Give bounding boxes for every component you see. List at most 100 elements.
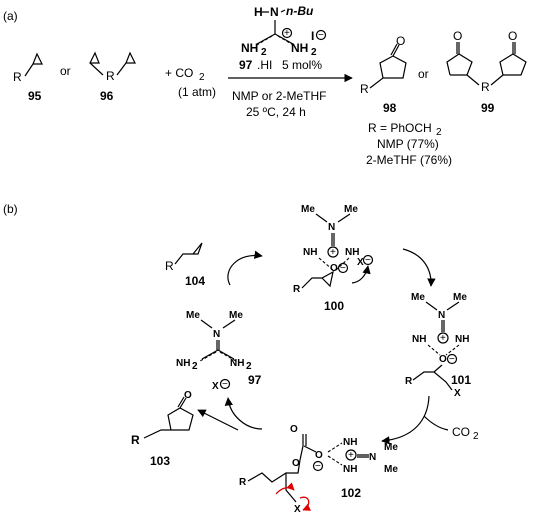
svg-text:N: N [328, 222, 335, 233]
svg-text:O: O [330, 263, 338, 274]
svg-text:NH: NH [303, 247, 317, 258]
svg-text:R: R [239, 477, 247, 488]
svg-text:2: 2 [246, 361, 252, 372]
svg-text:R: R [131, 433, 140, 447]
compound-104: 104 [185, 274, 205, 288]
svg-text:O: O [290, 424, 298, 435]
svg-text:.HI: .HI [257, 58, 272, 72]
compound-98: 98 [383, 101, 397, 115]
svg-text:R = PhOCH: R = PhOCH [368, 121, 432, 135]
epoxide-104: R 104 [165, 242, 205, 288]
svg-text:(1 atm): (1 atm) [178, 85, 216, 99]
svg-text:O: O [439, 354, 447, 365]
svg-text:Me: Me [344, 204, 358, 215]
svg-text:O: O [184, 390, 192, 401]
svg-text:2: 2 [192, 361, 198, 372]
svg-text:Me: Me [186, 310, 200, 321]
catalyst-97-label: 97 [239, 58, 253, 72]
svg-text:O: O [396, 34, 405, 48]
compound-99: 99 [481, 101, 495, 115]
svg-text:I: I [311, 29, 314, 43]
svg-text:NH: NH [176, 358, 190, 369]
compound-96: 96 [100, 89, 114, 103]
svg-text:Me: Me [384, 464, 398, 475]
svg-text:R: R [360, 82, 369, 96]
r-definition-and-yields: R = PhOCH 2 NMP (77%) 2-MeTHF (76%) [366, 121, 452, 167]
svg-text:R: R [106, 69, 115, 83]
svg-text:X: X [212, 381, 219, 392]
co2-input: CO 2 [452, 425, 479, 442]
svg-text:R: R [165, 259, 174, 273]
panel-b-label: (b) [3, 202, 18, 216]
svg-text:+ CO: + CO [165, 66, 193, 80]
svg-text:−: − [449, 354, 455, 365]
svg-text:NH: NH [230, 358, 244, 369]
svg-text:R: R [293, 284, 301, 295]
bis-epoxide-96: R 96 [89, 51, 136, 103]
svg-text:N: N [438, 310, 445, 321]
svg-text:2: 2 [311, 47, 317, 58]
compound-97: 97 [248, 373, 262, 387]
svg-text:2: 2 [199, 72, 205, 83]
svg-text:O: O [453, 29, 462, 43]
svg-text:NMP (77%): NMP (77%) [377, 137, 439, 151]
svg-text:−: − [365, 255, 371, 266]
or-text-2: or [418, 67, 429, 81]
or-text-1: or [60, 64, 71, 78]
svg-text:n-Bu: n-Bu [286, 4, 314, 18]
svg-text:2: 2 [261, 47, 267, 58]
guanidine-97: Me Me N NH 2 NH 2 X − 97 [176, 310, 262, 392]
svg-text:+: + [284, 28, 290, 39]
compound-103: 103 [150, 454, 170, 468]
svg-text:−: − [315, 461, 321, 472]
compound-95: 95 [28, 89, 42, 103]
svg-text:−: − [340, 263, 346, 274]
solvent-conditions: NMP or 2-MeTHF [232, 89, 326, 103]
svg-text:CO: CO [452, 425, 470, 439]
svg-text:+: + [440, 333, 446, 344]
svg-text:2-MeTHF (76%): 2-MeTHF (76%) [366, 153, 452, 167]
svg-text:R: R [481, 80, 490, 94]
panel-a-label: (a) [3, 9, 18, 23]
svg-text:O: O [292, 458, 300, 469]
carbonate-103: O R 103 [131, 390, 194, 468]
cycle-arrows [197, 248, 449, 445]
temp-time-conditions: 25 ºC, 24 h [246, 105, 306, 119]
svg-text:Me: Me [384, 442, 398, 453]
svg-text:−: − [318, 30, 324, 41]
svg-text:Me: Me [411, 292, 425, 303]
compound-100: 100 [324, 299, 344, 313]
complex-100: Me Me N + NH NH O − X − R 100 [293, 204, 374, 313]
svg-text:NH: NH [291, 41, 308, 55]
svg-text:N: N [213, 329, 220, 340]
svg-text:H: H [254, 5, 263, 19]
co2-reagent: + CO 2 (1 atm) [165, 66, 216, 99]
compound-102: 102 [341, 486, 361, 500]
svg-text:X: X [454, 388, 461, 399]
svg-text:NH: NH [412, 334, 426, 345]
svg-text:R: R [13, 70, 22, 84]
svg-text:NH: NH [343, 464, 357, 475]
svg-text:O: O [315, 450, 323, 461]
svg-text:−: − [222, 379, 228, 390]
carbonate-98: O R 98 [360, 34, 407, 115]
svg-text:+: + [330, 247, 336, 258]
svg-text:N: N [369, 452, 376, 463]
svg-text:NH: NH [343, 437, 357, 448]
svg-text:Me: Me [301, 204, 315, 215]
svg-text:2: 2 [436, 127, 442, 138]
carbonate-intermediate-102: R O O O − X + NH NH N Me Me 102 [239, 424, 398, 515]
svg-text:X: X [294, 504, 301, 515]
compound-101: 101 [451, 373, 471, 387]
svg-text:O: O [508, 29, 517, 43]
svg-text:NH: NH [241, 41, 258, 55]
svg-text:Me: Me [453, 292, 467, 303]
alkoxide-101: Me Me N + NH NH O − R X 101 [405, 292, 471, 399]
bis-carbonate-99: O R O 99 [446, 29, 527, 115]
svg-text:+: + [348, 450, 354, 461]
epoxide-95: R 95 [13, 52, 43, 103]
catalyst-97-structure: H N n-Bu + I − NH 2 NH 2 97 .HI 5 mol% [239, 4, 327, 72]
svg-text:2: 2 [473, 431, 479, 442]
svg-text:NH: NH [455, 334, 469, 345]
